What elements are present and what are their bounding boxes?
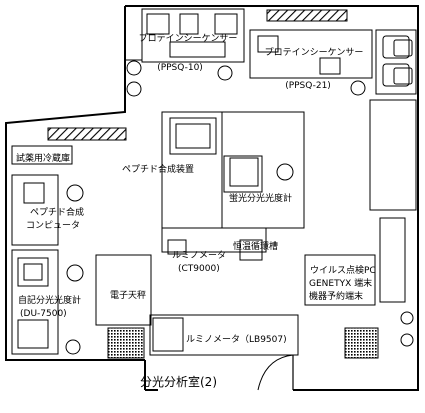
fluorescence-label: 蛍光分光光度計 — [229, 192, 292, 204]
chair — [276, 163, 294, 181]
chair — [400, 311, 414, 325]
peptide-synthesizer — [169, 117, 217, 155]
sequencer-1-base — [169, 41, 226, 58]
cabinet-unit-inner — [393, 67, 413, 85]
peptide-computer-label-1: ペプチド合成 — [30, 206, 84, 218]
luminometer-ct9000 — [167, 239, 187, 255]
cabinet-unit — [382, 35, 410, 59]
sequencer-2-module — [319, 57, 341, 75]
chair — [66, 184, 84, 202]
sequencer-1-module — [146, 13, 170, 35]
thermo-bath-unit — [239, 239, 263, 261]
protein-sequencer-2 — [249, 29, 373, 79]
chair — [65, 339, 81, 355]
luminometer-lb-label: ルミノメータ（LB9507) — [186, 334, 287, 345]
spectrophotometer — [17, 257, 49, 287]
computer-desk — [11, 174, 59, 246]
fluorescence-spectrometer — [229, 157, 259, 187]
left-vent — [47, 127, 127, 141]
room-title: 分光分析室(2) — [140, 374, 217, 389]
fluorescence-bench — [221, 111, 305, 229]
protein-sequencer-2-label: プロテインシーケンサー — [265, 47, 364, 58]
recording-spectro-label-1: 自記分光光度計 — [18, 294, 81, 306]
peptide-computer-label-2: コンピュータ — [26, 220, 80, 231]
cabinet — [375, 29, 417, 95]
outer-wall — [125, 5, 419, 391]
virus-pc-label-3: 機器予約端末 — [309, 290, 363, 302]
chair — [400, 333, 414, 347]
chair — [350, 80, 366, 96]
computer-monitor — [23, 182, 45, 204]
sequencer-2-module — [257, 35, 279, 53]
luminometer-lb9507 — [152, 317, 184, 352]
chair — [217, 65, 233, 81]
pc-desk — [304, 254, 376, 306]
spectrophotometer-unit — [17, 319, 49, 349]
balance-label: 電子天秤 — [110, 290, 146, 301]
ppsq10-label: (PPSQ-10) — [157, 63, 203, 73]
spectrophotometer-desk — [11, 249, 59, 355]
spectrophotometer-inner — [23, 263, 43, 281]
thermo-bath-label: 恒温循環槽 — [233, 240, 278, 252]
right-bench — [369, 99, 417, 211]
virus-pc-label-2: GENETYX 端末 — [309, 277, 372, 289]
luminometer-bench — [161, 227, 267, 253]
chair — [126, 60, 142, 76]
balance-table — [95, 254, 152, 326]
luminometer-ct-label-2: (CT9000) — [178, 264, 220, 274]
luminometer-ct-label-1: ルミノメータ — [172, 250, 226, 261]
sequencer-1-module — [179, 13, 199, 35]
cabinet-unit — [382, 63, 410, 87]
peptide-synth-label: ペプチド合成装置 — [122, 163, 194, 175]
sequencer-1-module — [214, 13, 238, 35]
cabinet-unit-inner — [393, 39, 413, 57]
chair — [126, 81, 142, 97]
floor-block — [344, 327, 379, 359]
reagent-fridge-label: 試薬用冷蔵庫 — [16, 152, 70, 164]
fluorescence-box — [223, 155, 263, 193]
luminometer-lb9507-bench — [149, 314, 299, 356]
outer-wall-left — [5, 6, 145, 361]
peptide-synthesizer-inner — [175, 123, 211, 149]
chair — [66, 264, 84, 282]
protein-sequencer-1 — [141, 8, 245, 63]
protein-sequencer-1-label: プロテインシーケンサー — [139, 33, 238, 44]
ppsq21-label: (PPSQ-21) — [285, 81, 331, 91]
reagent-fridge — [11, 145, 73, 165]
top-vent — [266, 9, 348, 22]
virus-pc-label-1: ウイルス点検PC — [310, 264, 376, 276]
floor-block — [107, 327, 145, 359]
door-swing-arc — [257, 354, 294, 391]
recording-spectro-label-2: (DU-7500) — [20, 309, 67, 319]
right-desk — [379, 217, 406, 303]
